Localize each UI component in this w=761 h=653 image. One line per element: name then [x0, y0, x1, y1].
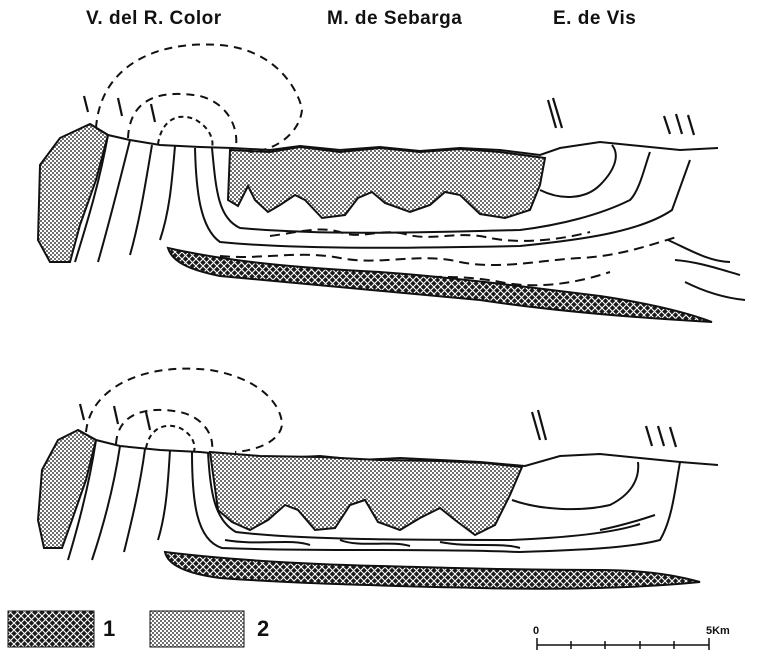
lower-cross-section — [38, 369, 718, 589]
legend-label-2: 2 — [257, 616, 269, 642]
upper-basement-unit — [168, 248, 712, 322]
scale-start-label: 0 — [533, 625, 539, 637]
upper-cross-section — [38, 44, 745, 322]
lower-basement-unit — [165, 552, 700, 589]
legend-swatch-1 — [8, 611, 94, 647]
legend-label-1: 1 — [103, 616, 115, 642]
upper-central-stippled-unit — [228, 147, 545, 218]
legend-swatch-2 — [150, 611, 244, 647]
scale-bar — [537, 638, 709, 650]
scale-end-label: 5Km — [706, 625, 730, 637]
lower-central-stippled-unit — [210, 452, 522, 535]
upper-left-stippled-unit — [38, 124, 108, 262]
